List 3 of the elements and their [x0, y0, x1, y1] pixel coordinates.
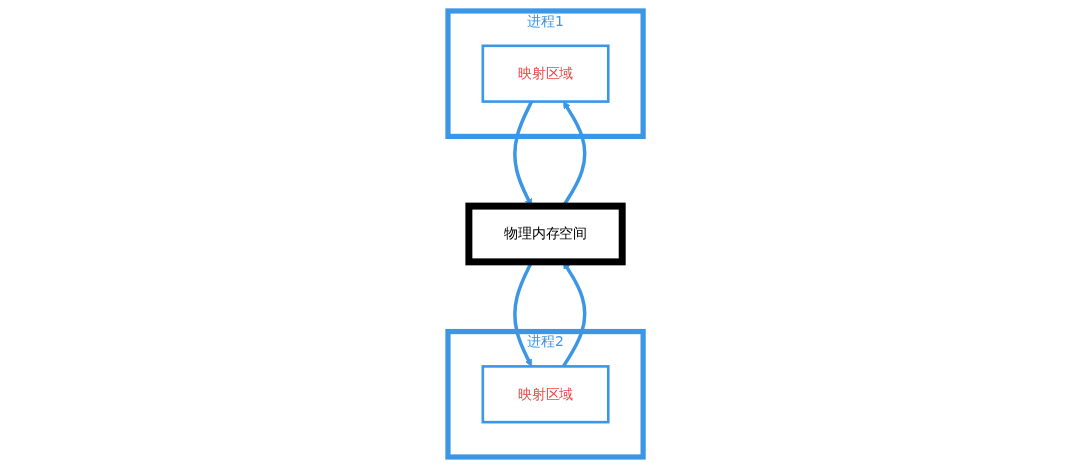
- node-box: 映射区域: [481, 365, 611, 424]
- node-box: 物理内存空间: [465, 202, 627, 266]
- node-box: 映射区域: [481, 44, 611, 103]
